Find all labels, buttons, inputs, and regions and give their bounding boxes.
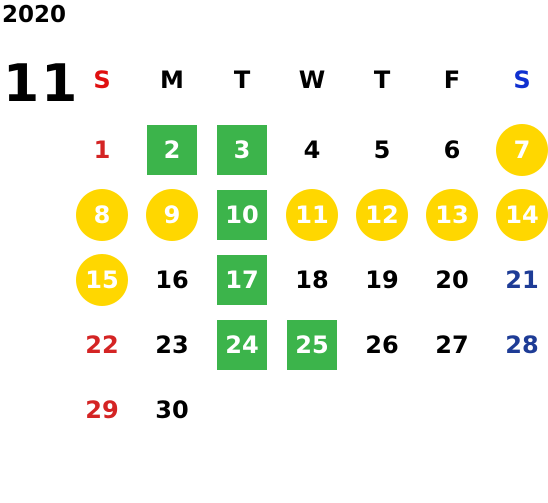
weekday-header: M (160, 66, 184, 94)
calendar-day-5[interactable]: 5 (373, 136, 391, 164)
calendar-day-30[interactable]: 30 (155, 396, 189, 424)
calendar-day-8[interactable]: 8 (76, 189, 128, 241)
calendar-month: 11 (3, 54, 80, 114)
calendar-day-10[interactable]: 10 (217, 190, 267, 240)
calendar-day-4[interactable]: 4 (303, 136, 321, 164)
calendar-day-13[interactable]: 13 (426, 189, 478, 241)
calendar-day-25[interactable]: 25 (287, 320, 337, 370)
calendar-year: 2020 (2, 2, 67, 28)
weekday-header: F (443, 66, 461, 94)
weekday-header: T (233, 66, 251, 94)
calendar-day-2[interactable]: 2 (147, 125, 197, 175)
calendar-day-16[interactable]: 16 (155, 266, 189, 294)
calendar-day-20[interactable]: 20 (435, 266, 469, 294)
calendar-day-11[interactable]: 11 (286, 189, 338, 241)
calendar-day-15[interactable]: 15 (76, 254, 128, 306)
weekday-header: S (93, 66, 111, 94)
calendar-day-3[interactable]: 3 (217, 125, 267, 175)
calendar-day-9[interactable]: 9 (146, 189, 198, 241)
weekday-header: T (373, 66, 391, 94)
calendar-day-19[interactable]: 19 (365, 266, 399, 294)
weekday-header: S (513, 66, 531, 94)
calendar-day-12[interactable]: 12 (356, 189, 408, 241)
calendar-day-18[interactable]: 18 (295, 266, 329, 294)
calendar-day-27[interactable]: 27 (435, 331, 469, 359)
calendar-day-1[interactable]: 1 (93, 136, 111, 164)
calendar-day-29[interactable]: 29 (85, 396, 119, 424)
calendar-day-17[interactable]: 17 (217, 255, 267, 305)
calendar-day-23[interactable]: 23 (155, 331, 189, 359)
calendar-day-26[interactable]: 26 (365, 331, 399, 359)
calendar-day-22[interactable]: 22 (85, 331, 119, 359)
calendar-day-7[interactable]: 7 (496, 124, 548, 176)
calendar-day-14[interactable]: 14 (496, 189, 548, 241)
weekday-header: W (298, 66, 326, 94)
calendar-day-21[interactable]: 21 (505, 266, 539, 294)
calendar-day-28[interactable]: 28 (505, 331, 539, 359)
calendar-day-24[interactable]: 24 (217, 320, 267, 370)
calendar-day-6[interactable]: 6 (443, 136, 461, 164)
